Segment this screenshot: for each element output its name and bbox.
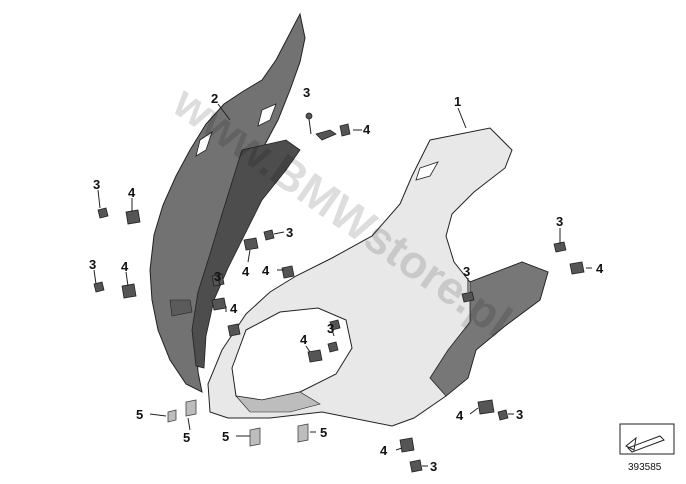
callout-nut-right: 4: [596, 261, 604, 276]
hardware-group: [93, 112, 585, 473]
callout-screw-left-lower: 3: [89, 257, 96, 272]
callout-screw-right-b: 3: [463, 264, 470, 279]
callout-rivet-c: 5: [222, 429, 229, 444]
callout-rivet-d: 5: [320, 425, 327, 440]
callout-part-2: 2: [211, 91, 218, 106]
callout-nut-center-b: 4: [262, 263, 270, 278]
callout-nut-center-c: 4: [230, 301, 238, 316]
callout-rivet-b: 5: [183, 430, 190, 445]
callout-screw-left-upper: 3: [93, 177, 100, 192]
fairing-panel-left: [149, 12, 306, 393]
callout-screw-center: 3: [286, 225, 293, 240]
callout-screw-opening: 3: [327, 321, 334, 336]
callout-screw-top: 3: [303, 85, 310, 100]
callout-part-1: 1: [454, 94, 461, 109]
callout-nut-left-upper: 4: [128, 185, 136, 200]
callout-nut-left-lower: 4: [121, 259, 129, 274]
callout-screw-right: 3: [556, 214, 563, 229]
arrow-box-icon: [625, 435, 665, 453]
callouts: 2 1 3 4 3 4 3 4 3 4 4 3 4 3 4 3 4 3 4 3 …: [89, 85, 604, 474]
callout-rivet-a: 5: [136, 407, 143, 422]
callout-screw-bottom: 3: [430, 459, 437, 474]
callout-nut-bottom-right: 4: [456, 408, 464, 423]
leader-lines: [93, 103, 592, 467]
reference-box: 393585: [619, 423, 675, 473]
callout-nut-top: 4: [363, 122, 371, 137]
callout-nut-bottom: 4: [380, 443, 388, 458]
callout-screw-center-b: 3: [214, 269, 221, 284]
reference-number: 393585: [628, 462, 662, 473]
callout-screw-bottom-right: 3: [516, 407, 523, 422]
callout-nut-opening: 4: [300, 332, 308, 347]
callout-nut-center-a: 4: [242, 264, 250, 279]
fairing-panel-right: [207, 127, 549, 427]
